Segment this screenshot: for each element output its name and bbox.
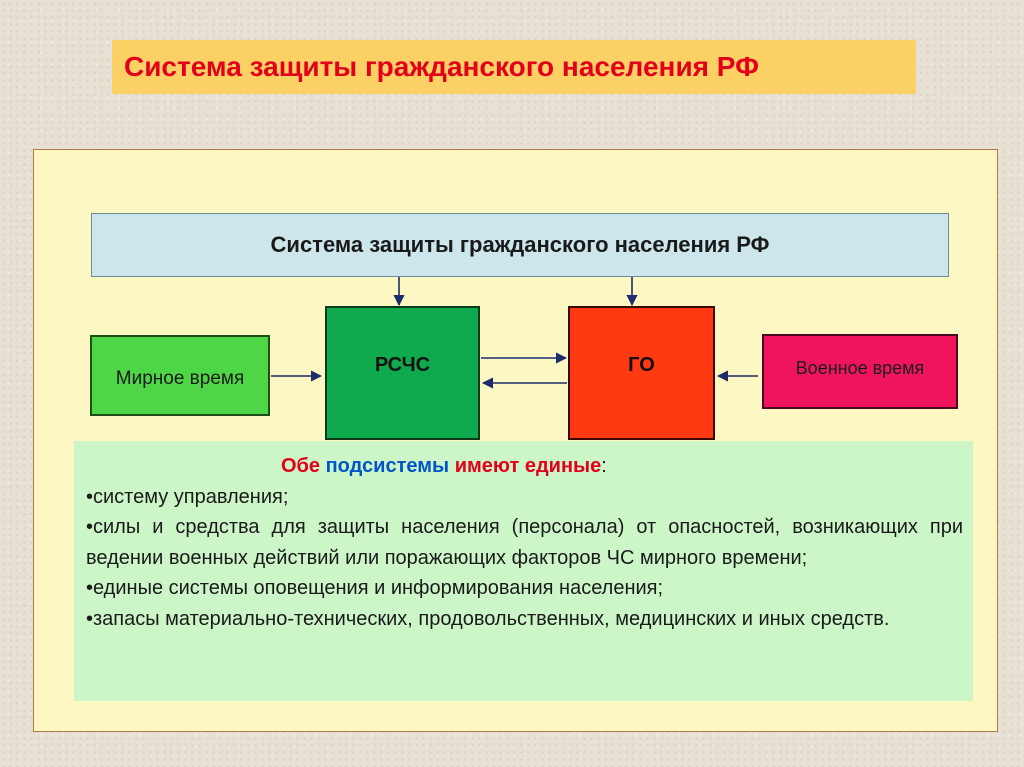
- info-item-management: •систему управления;: [86, 485, 289, 508]
- heading-colon: :: [601, 455, 607, 477]
- info-heading: Обе подсистемы имеют единые:: [86, 451, 963, 482]
- wartime-box: Военное время: [762, 334, 958, 409]
- go-box: ГО: [568, 306, 715, 440]
- system-box: Система защиты гражданского населения РФ: [91, 213, 949, 277]
- heading-text-unified: имеют единые: [449, 455, 602, 477]
- heading-text-both: Обе: [281, 455, 326, 477]
- peacetime-box: Мирное время: [90, 335, 270, 416]
- info-item-alerts: •единые системы оповещения и информирова…: [86, 577, 664, 599]
- heading-text-subsystems: подсистемы: [325, 455, 450, 477]
- slide-title: Система защиты гражданского населения РФ: [124, 51, 759, 82]
- info-item-forces: •силы и средства для защиты населения (п…: [86, 516, 963, 569]
- info-item-reserves: •запасы материально-технических, продово…: [86, 607, 890, 630]
- rschs-box: РСЧС: [325, 306, 480, 440]
- info-box: Обе подсистемы имеют единые: •систему уп…: [74, 441, 973, 701]
- slide-title-banner: Система защиты гражданского населения РФ: [112, 40, 916, 94]
